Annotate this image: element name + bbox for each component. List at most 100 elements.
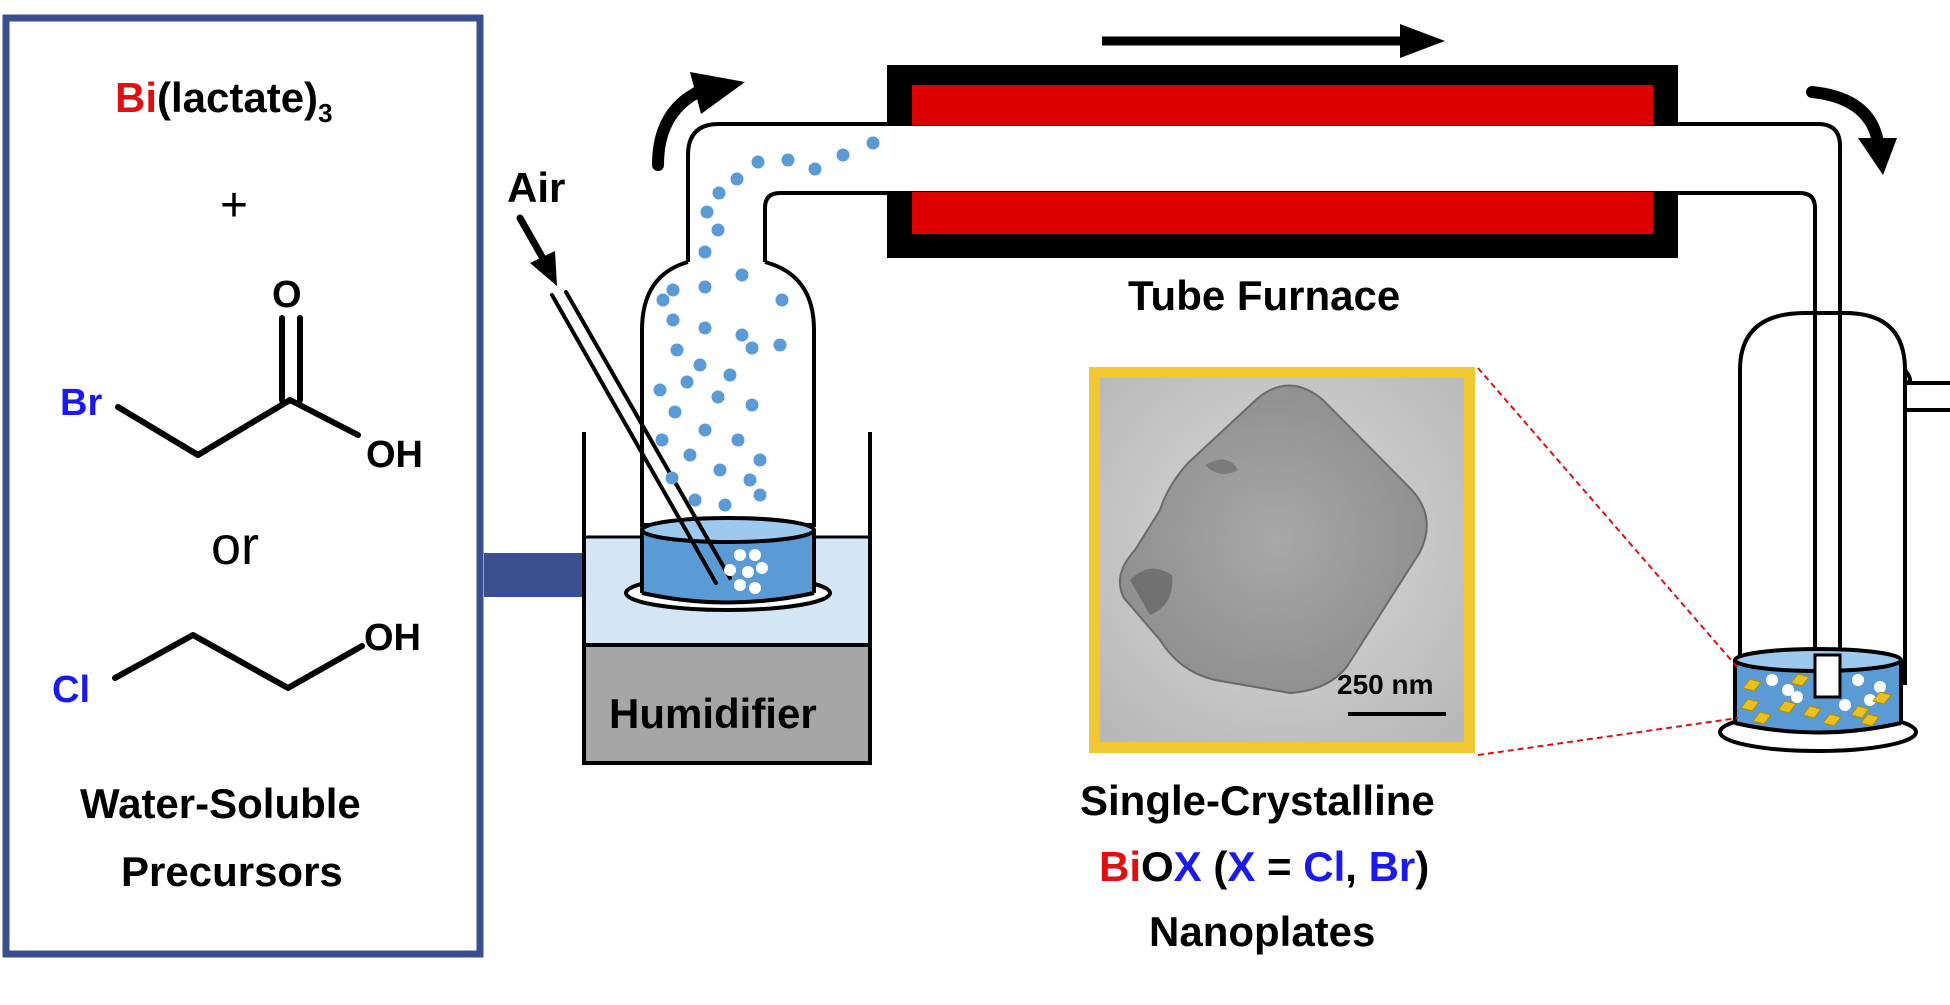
bubble — [734, 579, 746, 591]
droplet — [730, 172, 744, 186]
droplet — [670, 343, 684, 357]
tube-furnace — [887, 65, 1678, 258]
precursors-caption-line1: Water-Soluble — [80, 780, 361, 827]
nanoplate — [1742, 678, 1762, 692]
droplet — [698, 245, 712, 259]
bubble — [724, 564, 736, 576]
nanoplate — [1802, 705, 1822, 719]
droplet — [655, 433, 669, 447]
chlorine-label: Cl — [52, 669, 90, 711]
collector-bubble — [1782, 684, 1794, 696]
droplet — [735, 328, 749, 342]
droplet — [743, 473, 757, 487]
collected-nanoplates — [1740, 673, 1892, 727]
curved-arrow-left — [652, 72, 745, 171]
collector-bubble — [1766, 674, 1778, 686]
droplet — [698, 280, 712, 294]
nanoplate — [1850, 705, 1870, 719]
droplet — [683, 448, 697, 462]
droplet — [751, 155, 765, 169]
nanoplate — [1752, 711, 1772, 725]
bromoacetic-acid-structure — [115, 315, 361, 458]
bismuth-symbol: Bi — [115, 74, 157, 121]
nanoplate — [1860, 713, 1880, 727]
or-label: or — [211, 516, 260, 576]
droplet — [666, 283, 680, 297]
product-comma: , — [1345, 843, 1369, 890]
nanoplate — [1777, 700, 1797, 714]
droplet — [693, 358, 707, 372]
product-x-eq: X — [1227, 843, 1256, 890]
acid-oh-label: OH — [366, 434, 423, 476]
tube-furnace-label: Tube Furnace — [1128, 272, 1401, 319]
droplet — [700, 205, 714, 219]
bubble — [742, 566, 754, 578]
humidifier-label: Humidifier — [609, 690, 817, 737]
bromine-label: Br — [60, 382, 103, 424]
nanoplate — [1872, 691, 1892, 705]
droplet — [775, 293, 789, 307]
chloroethanol-structure — [112, 632, 365, 691]
bubble — [734, 549, 746, 561]
bubble — [756, 562, 768, 574]
droplet — [731, 433, 745, 447]
droplet — [688, 493, 702, 507]
alcohol-oh-label: OH — [364, 617, 421, 659]
droplet — [808, 162, 822, 176]
lactate-subscript: 3 — [318, 98, 333, 128]
air-label: Air — [507, 164, 566, 211]
product-paren-open: ( — [1201, 843, 1228, 890]
collector-bubble — [1791, 691, 1803, 703]
collector-bubble — [1852, 674, 1864, 686]
droplet — [773, 338, 787, 352]
product-formula: BiOX (X = Cl, Br) — [1099, 843, 1429, 891]
droplet — [698, 321, 712, 335]
droplet — [712, 186, 726, 200]
droplet — [713, 463, 727, 477]
aerosol-droplets — [653, 136, 880, 512]
droplet — [781, 153, 795, 167]
droplet — [745, 398, 759, 412]
scale-bar-label: 250 nm — [1337, 669, 1434, 700]
product-eq: = — [1255, 843, 1304, 890]
droplet — [711, 223, 725, 237]
bubble — [749, 549, 761, 561]
nanoplate — [1822, 713, 1842, 727]
air-bubbles — [724, 549, 768, 594]
droplet — [718, 498, 732, 512]
product-line3: Nanoplates — [1149, 908, 1376, 955]
product-x: X — [1173, 843, 1202, 890]
collector-flask — [1718, 311, 1950, 753]
droplet — [666, 313, 680, 327]
droplet — [711, 390, 725, 404]
droplet — [665, 471, 679, 485]
flow-direction-arrow — [1102, 24, 1445, 58]
product-line1: Single-Crystalline — [1080, 777, 1435, 824]
air-inlet-tube — [550, 290, 732, 585]
curved-arrow-right — [1806, 86, 1897, 175]
droplet — [753, 488, 767, 502]
droplet — [836, 148, 850, 162]
product-o: O — [1141, 843, 1174, 890]
lactate-text: (lactate) — [157, 74, 319, 121]
droplet — [698, 423, 712, 437]
droplet — [668, 405, 682, 419]
precursor-frame — [2, 14, 484, 958]
product-bi: Bi — [1099, 843, 1141, 890]
product-br: Br — [1368, 843, 1416, 890]
nanoplate — [1740, 698, 1760, 712]
air-arrow — [516, 214, 557, 286]
droplet — [745, 341, 759, 355]
nanoplate — [1790, 673, 1810, 687]
droplet — [735, 268, 749, 282]
droplet — [866, 136, 880, 150]
precursors-caption-line2: Precursors — [121, 848, 343, 895]
droplet — [753, 453, 767, 467]
product-paren-close: ) — [1415, 843, 1430, 890]
plus-sign: + — [220, 179, 249, 232]
bi-lactate-label: Bi(lactate)3 — [115, 74, 333, 128]
collector-bubble — [1874, 681, 1886, 693]
zoom-lines — [1477, 367, 1739, 756]
collector-bubble — [1839, 699, 1851, 711]
